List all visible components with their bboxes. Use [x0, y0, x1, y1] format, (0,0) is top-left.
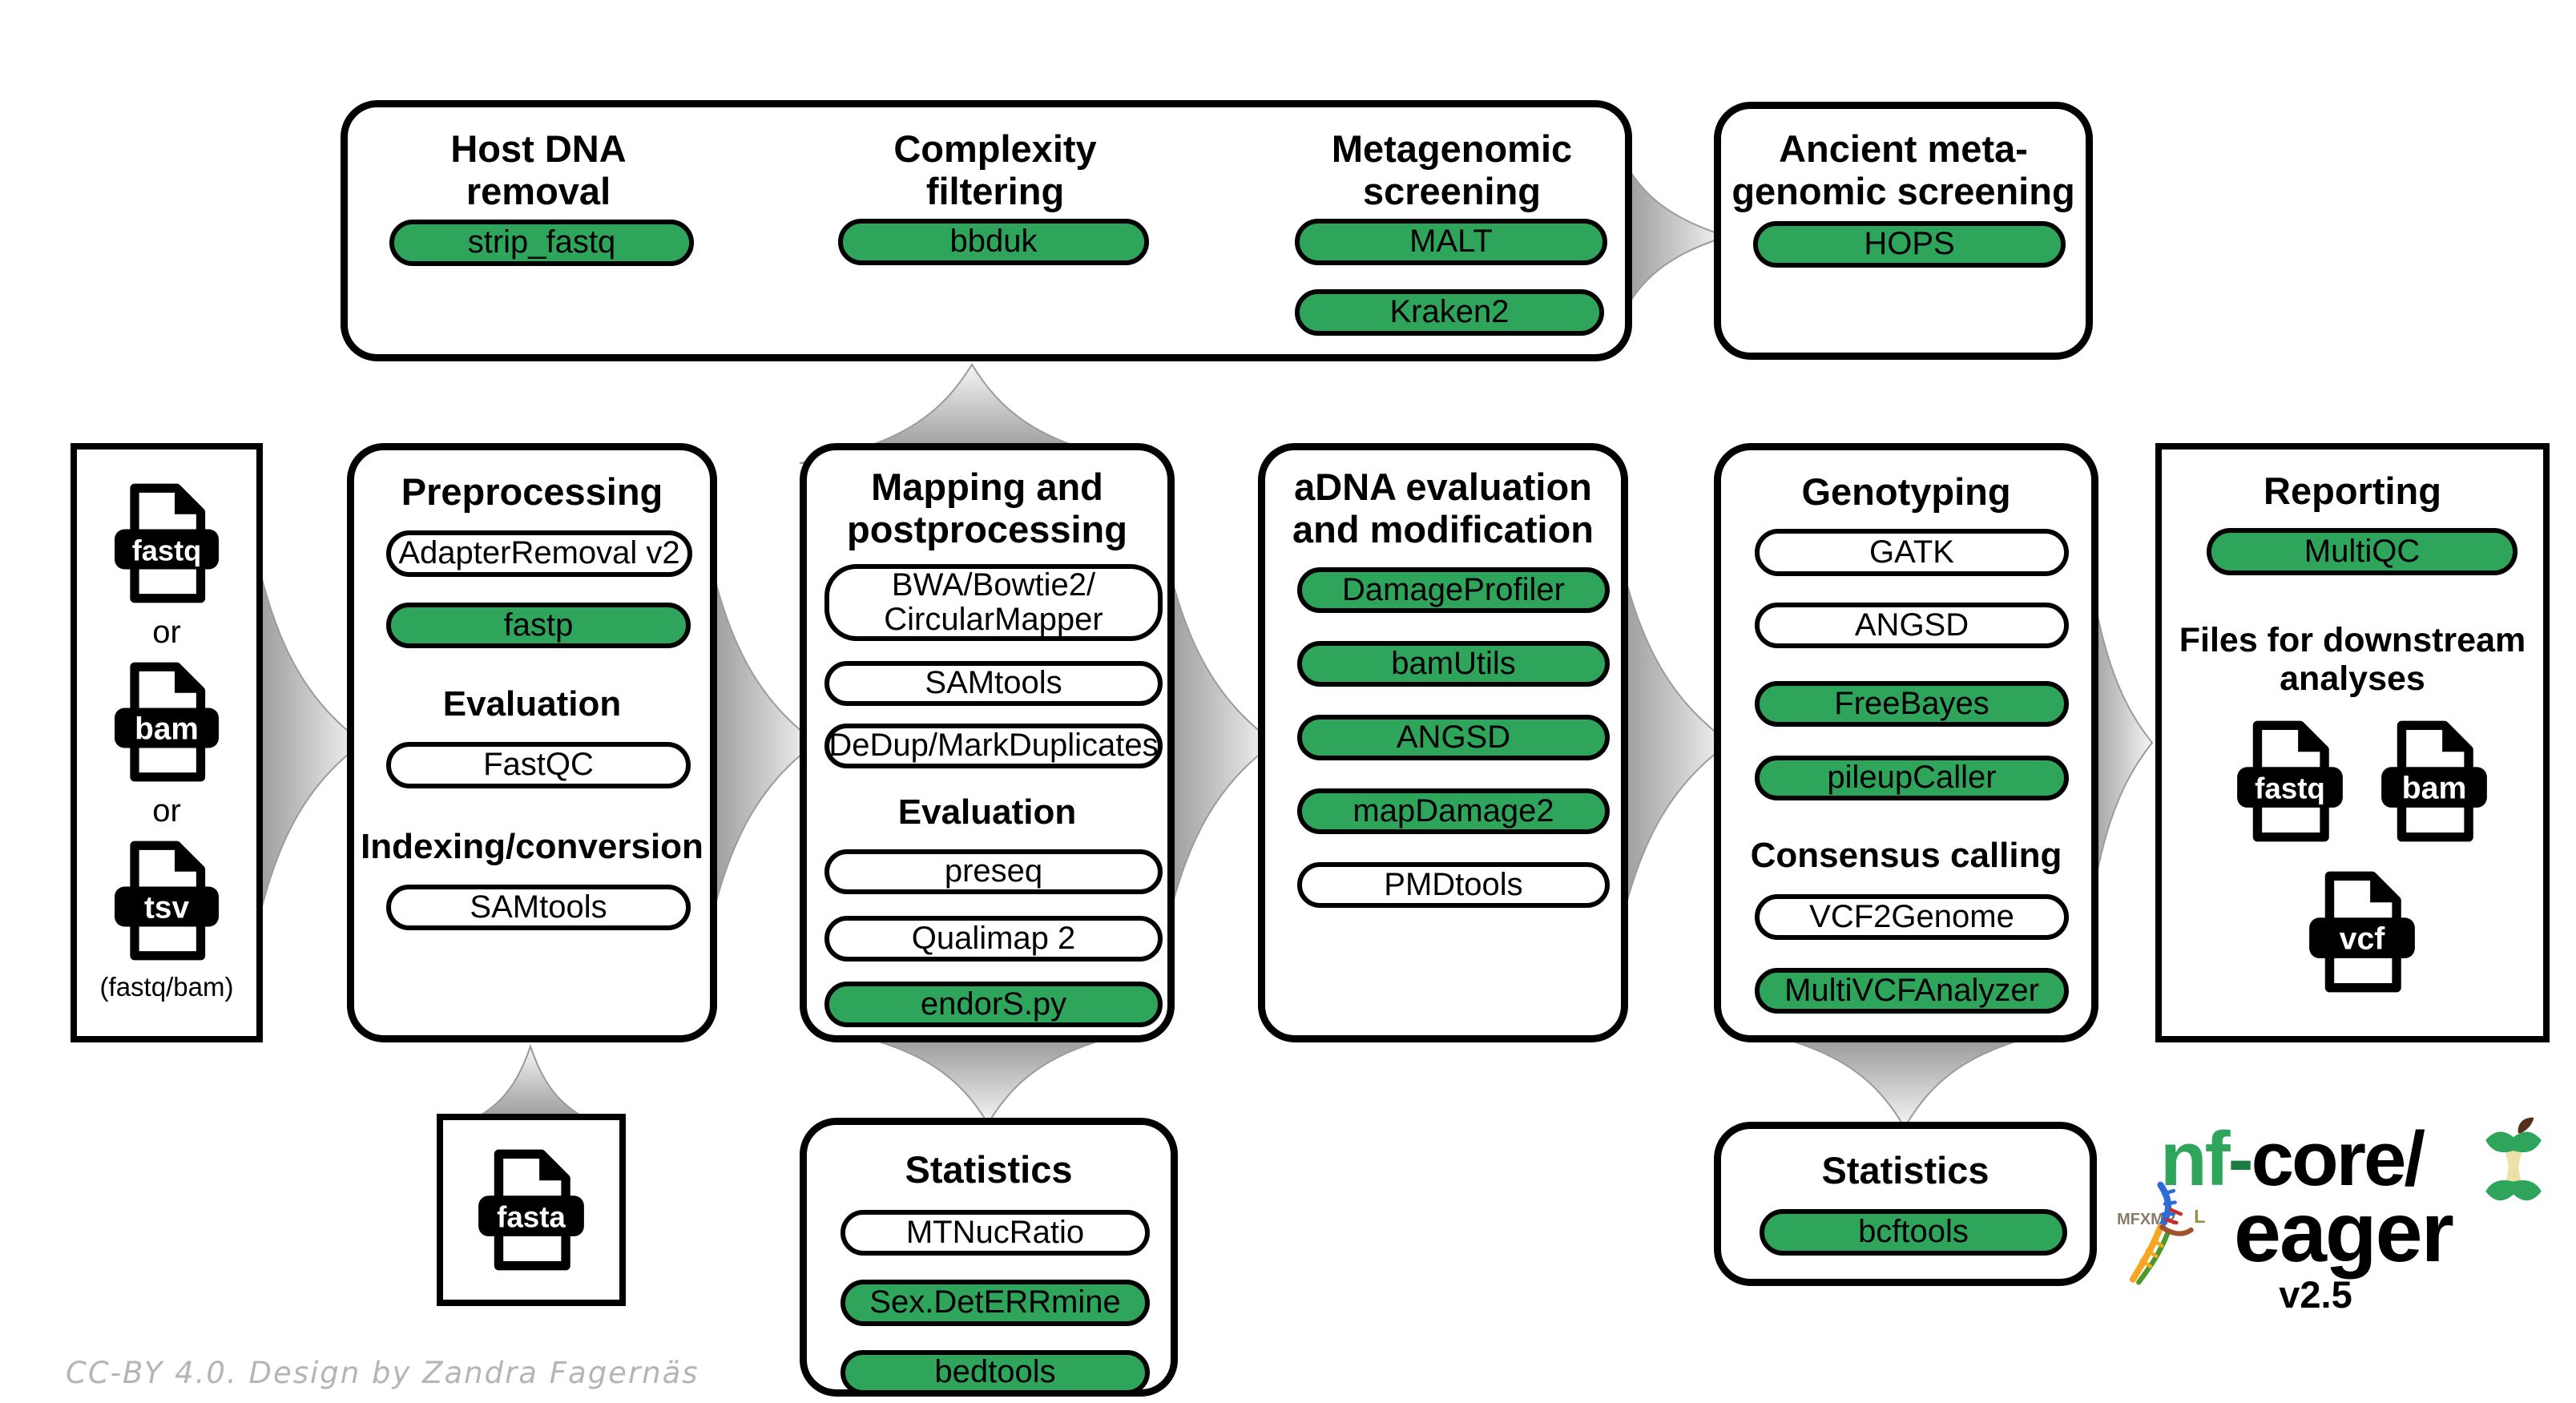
- nf-core-wordmark: nf-core/: [2160, 1116, 2425, 1202]
- license-credit-text: CC-BY 4.0. Design by Zandra Fagernäs: [66, 1356, 699, 1390]
- tool-pill-sex-deterrmine: Sex.DetERRmine: [841, 1280, 1150, 1326]
- tool-pill-samtools-preprocessing: SAMtools: [386, 885, 691, 930]
- tool-pill-endors-py: endorS.py: [824, 982, 1163, 1027]
- complexity-filtering-title: Complexity filtering: [893, 127, 1097, 212]
- tool-pill-multivcfanalyzer: MultiVCFAnalyzer: [1755, 968, 2069, 1014]
- tool-pill-hops: HOPS: [1753, 221, 2066, 268]
- apple-core-icon: [2485, 1117, 2542, 1201]
- svg-text:fasta: fasta: [497, 1201, 566, 1234]
- pipeline-version: v2.5: [2279, 1273, 2352, 1316]
- statistics-title: Statistics: [905, 1148, 1073, 1191]
- consensus-calling-heading: Consensus calling: [1750, 836, 2062, 875]
- svg-text:fastq: fastq: [132, 534, 202, 566]
- tool-pill-bedtools: bedtools: [841, 1350, 1150, 1395]
- bam-file-icon: bam: [115, 662, 219, 782]
- input-formats-note: (fastq/bam): [99, 972, 234, 1002]
- tool-pill-freebayes: FreeBayes: [1755, 681, 2069, 727]
- svg-text:L: L: [2194, 1206, 2205, 1227]
- arrow-mapping-to-statistics: [823, 1028, 1153, 1125]
- tool-pill-bamutils: bamUtils: [1297, 641, 1610, 687]
- genotyping-box: Genotyping GATK ANGSD FreeBayes pileupCa…: [1714, 443, 2098, 1042]
- tool-pill-pmdtools: PMDtools: [1297, 862, 1610, 908]
- tool-pill-bcftools: bcftools: [1760, 1209, 2067, 1256]
- tool-pill-angsd-adna: ANGSD: [1297, 715, 1610, 760]
- reporting-title: Reporting: [2264, 470, 2441, 512]
- tool-pill-strip-fastq: strip_fastq: [389, 220, 694, 266]
- ancient-metagenomic-title: Ancient meta- genomic screening: [1731, 127, 2075, 212]
- tool-pill-malt: MALT: [1295, 219, 1607, 265]
- fasta-reference-box: fasta: [437, 1114, 626, 1306]
- statistics-title: Statistics: [1821, 1149, 1989, 1191]
- statistics-mapping-box: Statistics MTNucRatio Sex.DetERRmine bed…: [800, 1118, 1178, 1397]
- or-separator: or: [152, 615, 181, 650]
- tool-pill-samtools-mapping: SAMtools: [824, 661, 1163, 706]
- or-separator: or: [152, 793, 181, 828]
- tool-pill-qualimap2: Qualimap 2: [824, 916, 1163, 962]
- preprocessing-title: Preprocessing: [401, 470, 663, 513]
- screening-group-box: Host DNA removal strip_fastq Complexity …: [341, 100, 1632, 361]
- svg-text:bam: bam: [2402, 771, 2467, 806]
- tool-pill-bwa-bowtie2-circularmapper: BWA/Bowtie2/CircularMapper: [824, 564, 1163, 641]
- metagenomic-screening-title: Metagenomic screening: [1331, 127, 1573, 212]
- eager-wordmark: eager: [2234, 1185, 2454, 1280]
- indexing-conversion-heading: Indexing/conversion: [361, 827, 703, 866]
- tool-pill-fastp: fastp: [386, 603, 691, 648]
- mapping-box: Mapping and postprocessing BWA/Bowtie2/C…: [800, 443, 1175, 1042]
- svg-text:vcf: vcf: [2340, 921, 2386, 957]
- mapping-title: Mapping and postprocessing: [847, 466, 1127, 550]
- tool-pill-gatk: GATK: [1755, 529, 2069, 576]
- preprocessing-box: Preprocessing AdapterRemoval v2 fastp Ev…: [347, 443, 717, 1042]
- tool-pill-damageprofiler: DamageProfiler: [1297, 567, 1610, 613]
- bam-output-file-icon: bam: [2381, 720, 2487, 842]
- adna-evaluation-box: aDNA evaluation and modification DamageP…: [1258, 443, 1628, 1042]
- tool-pill-vcf2genome: VCF2Genome: [1755, 894, 2069, 940]
- tool-pill-dedup-markduplicates: DeDup/MarkDuplicates: [824, 724, 1163, 768]
- tool-pill-kraken2: Kraken2: [1295, 289, 1604, 336]
- tool-pill-bbduk: bbduk: [838, 219, 1149, 265]
- fasta-file-icon: fasta: [478, 1149, 584, 1271]
- tool-pill-preseq: preseq: [824, 849, 1163, 894]
- fastq-file-icon: fastq: [115, 483, 219, 603]
- tsv-file-icon: tsv: [115, 841, 219, 961]
- tool-pill-pileupcaller: pileupCaller: [1755, 756, 2069, 800]
- svg-text:tsv: tsv: [144, 890, 189, 925]
- downstream-files-heading: Files for downstream analyses: [2179, 621, 2526, 699]
- evaluation-heading: Evaluation: [897, 792, 1077, 832]
- tool-pill-mapdamage2: mapDamage2: [1297, 788, 1610, 834]
- tool-pill-multiqc: MultiQC: [2207, 528, 2518, 575]
- dna-helix-icon: MFXMR L: [2117, 1181, 2206, 1285]
- reporting-box: Reporting MultiQC Files for downstream a…: [2155, 443, 2550, 1042]
- input-files-box: fastq or bam or tsv (fastq/bam): [71, 443, 263, 1042]
- vcf-output-file-icon: vcf: [2309, 871, 2415, 993]
- statistics-genotyping-box: Statistics bcftools: [1714, 1122, 2097, 1286]
- tool-pill-fastqc: FastQC: [386, 742, 691, 788]
- tool-pill-adapterremoval: AdapterRemoval v2: [386, 530, 692, 577]
- arrow-genotyping-to-statistics: [1740, 1028, 2070, 1129]
- tool-pill-angsd-genotyping: ANGSD: [1755, 603, 2069, 648]
- ancient-metagenomic-box: Ancient meta- genomic screening HOPS: [1714, 102, 2093, 360]
- fastq-output-file-icon: fastq: [2237, 720, 2343, 842]
- host-dna-removal-title: Host DNA removal: [450, 127, 627, 212]
- svg-text:bam: bam: [135, 712, 199, 746]
- adna-evaluation-title: aDNA evaluation and modification: [1292, 466, 1594, 550]
- tool-pill-mtnucratio: MTNucRatio: [841, 1210, 1150, 1256]
- evaluation-heading: Evaluation: [442, 684, 622, 724]
- svg-text:fastq: fastq: [2255, 772, 2325, 805]
- genotyping-title: Genotyping: [1801, 470, 2011, 513]
